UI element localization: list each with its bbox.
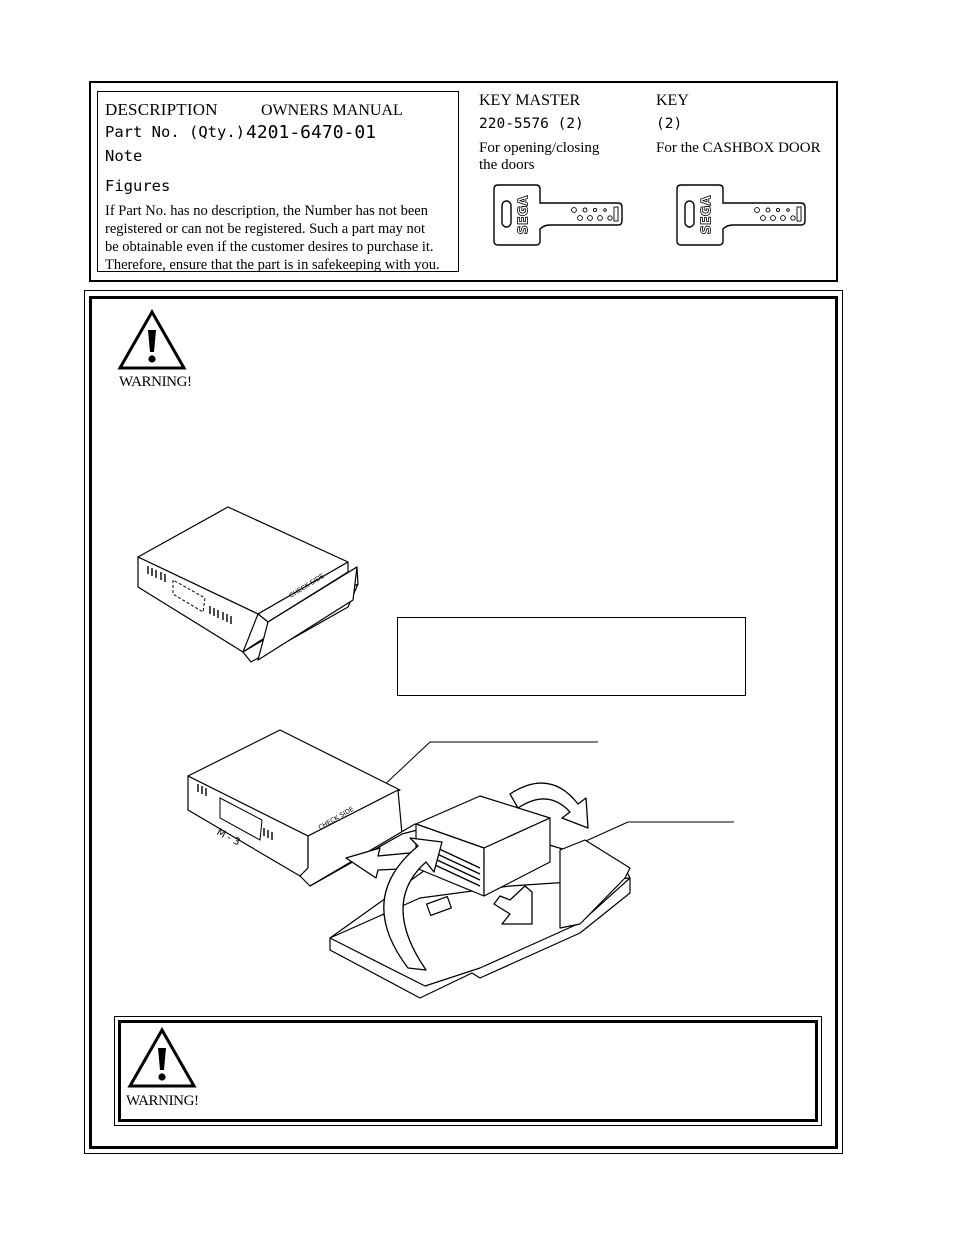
key-icon: SEGA [676, 184, 806, 246]
key-master-use-line: the doors [479, 157, 535, 173]
partno-label: Part No. (Qty.) [105, 123, 245, 141]
sega-logo: SEGA [700, 196, 715, 235]
warning-label: WARNING! [126, 1093, 199, 1109]
figures-label: Figures [105, 177, 171, 195]
carton-figure: CHECK SIDE [137, 506, 359, 663]
warning-triangle-icon [117, 309, 187, 370]
key-master-use: For opening/closing the doors [479, 140, 599, 174]
board-removal-figure: M - 3 CHECK SIDE [187, 729, 734, 999]
caution-box-outer [114, 1016, 822, 1126]
key-master-partno: 220-5576 (2) [479, 116, 584, 132]
key-master-name: KEY MASTER [479, 92, 581, 109]
warning-panel-outer [84, 290, 843, 1154]
disclaimer-line: Therefore, ensure that the part is in sa… [105, 257, 440, 273]
key-master-use-line: For opening/closing [479, 140, 600, 156]
sega-logo: SEGA [517, 196, 532, 235]
note-label: Note [105, 147, 143, 165]
disclaimer-line: be obtainable even if the customer desir… [105, 239, 434, 255]
key-use: For the CASHBOX DOOR [656, 140, 821, 157]
caution-box [118, 1020, 818, 1122]
warning-panel [89, 296, 838, 1149]
parts-info-panel [89, 81, 838, 282]
key-partno: (2) [656, 116, 683, 132]
description-value: OWNERS MANUAL [261, 102, 403, 119]
disclaimer-line: If Part No. has no description, the Numb… [105, 203, 428, 219]
warning-triangle-icon [127, 1027, 197, 1088]
description-box [97, 91, 459, 272]
warning-label: WARNING! [119, 374, 192, 390]
key-use-line: For the CASHBOX DOOR [656, 140, 821, 156]
notice-box [397, 617, 746, 696]
description-label: DESCRIPTION [105, 100, 218, 119]
key-name: KEY [656, 92, 689, 109]
key-master-icon: SEGA [493, 184, 623, 246]
partno-value: 4201-6470-01 [246, 122, 377, 143]
disclaimer-line: registered or can not be registered. Suc… [105, 221, 426, 237]
disclaimer-text: If Part No. has no description, the Numb… [105, 202, 440, 274]
